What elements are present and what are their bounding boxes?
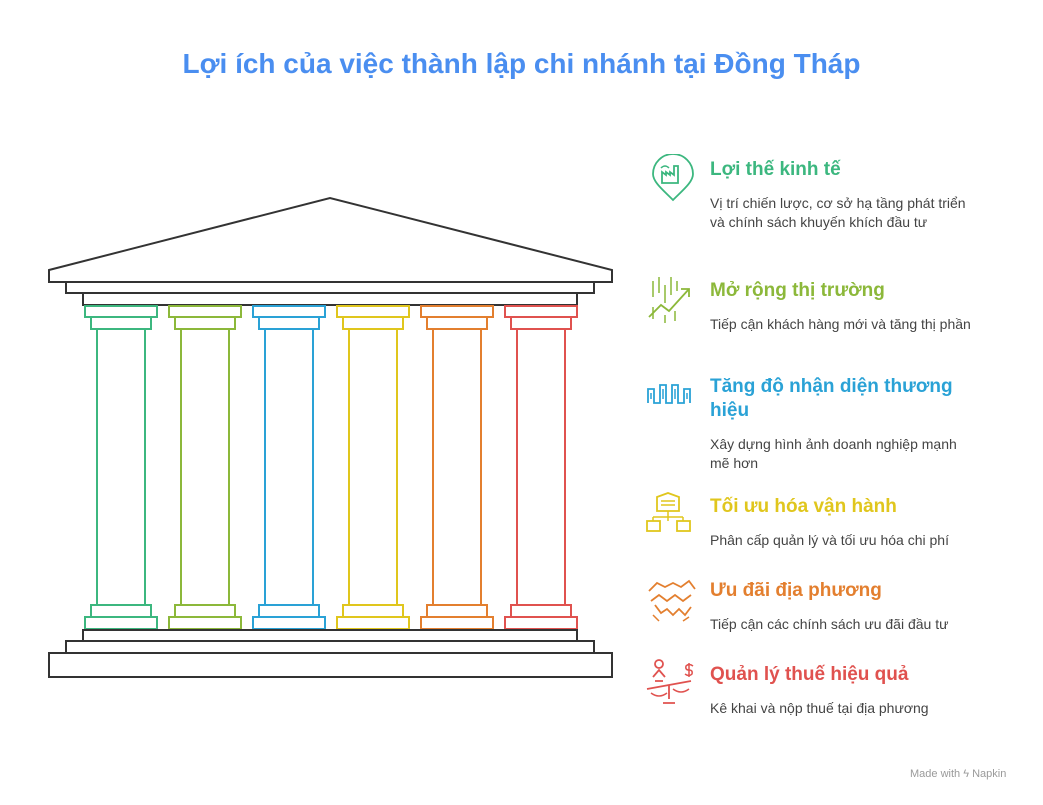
benefit-item-market: Mở rộng thị trường Tiếp cận khách hàng m… — [645, 277, 985, 379]
pillar-3 — [252, 305, 326, 630]
benefit-title: Ưu đãi địa phương — [710, 580, 882, 601]
pillar-6 — [504, 305, 578, 630]
benefit-description: Xây dựng hình ảnh doanh nghiệp mạnh mẽ h… — [710, 436, 957, 471]
benefit-title: Quản lý thuế hiệu quả — [710, 664, 909, 685]
benefit-item-incentives: Ưu đãi địa phương Tiếp cận các chính sác… — [645, 579, 985, 679]
benefit-description: Phân cấp quản lý và tối ưu hóa chi phí — [710, 532, 949, 548]
napkin-credit[interactable]: Made with ϟ Napkin — [910, 768, 1006, 780]
person-scale-dollar-icon — [646, 659, 694, 704]
temple-roof — [48, 196, 613, 306]
benefit-item-brand: Tăng độ nhận diện thương hiệu Xây dựng h… — [645, 375, 985, 475]
pillar-5 — [420, 305, 494, 630]
benefit-title: Tăng độ nhận diện thương hiệu — [710, 376, 953, 421]
benefit-title: Lợi thế kinh tế — [710, 159, 841, 180]
benefit-item-economic: Lợi thế kinh tế Vị trí chiến lược, cơ sở… — [645, 154, 985, 258]
benefit-description: Tiếp cận các chính sách ưu đãi đầu tư — [710, 616, 949, 632]
benefit-item-operations: Tối ưu hóa vận hành Phân cấp quản lý và … — [645, 492, 985, 595]
credit-prefix: Made with — [910, 768, 961, 780]
benefit-title: Mở rộng thị trường — [710, 280, 885, 301]
pillar-2 — [168, 305, 242, 630]
handshake-icon — [648, 579, 696, 622]
map-pin-factory-icon — [652, 154, 694, 202]
benefit-item-tax: Quản lý thuế hiệu quả Kê khai và nộp thu… — [645, 659, 985, 763]
page-title: Lợi ích của việc thành lập chi nhánh tại… — [182, 48, 861, 79]
credit-brand: Napkin — [972, 768, 1007, 780]
benefit-description: Vị trí chiến lược, cơ sở hạ tầng phát tr… — [710, 195, 966, 230]
benefit-title: Tối ưu hóa vận hành — [710, 496, 897, 517]
benefit-description: Tiếp cận khách hàng mới và tăng thị phần — [710, 316, 971, 332]
temple-base — [48, 629, 613, 678]
warehouse-hierarchy-icon — [646, 492, 691, 532]
pillar-4 — [336, 305, 410, 630]
pillar-1 — [84, 305, 158, 630]
benefit-description: Kê khai và nộp thuế tại địa phương — [710, 700, 929, 716]
signal-wave-icon — [647, 384, 691, 404]
growth-chart-icon — [648, 277, 690, 323]
napkin-logo-icon: ϟ — [963, 768, 970, 780]
